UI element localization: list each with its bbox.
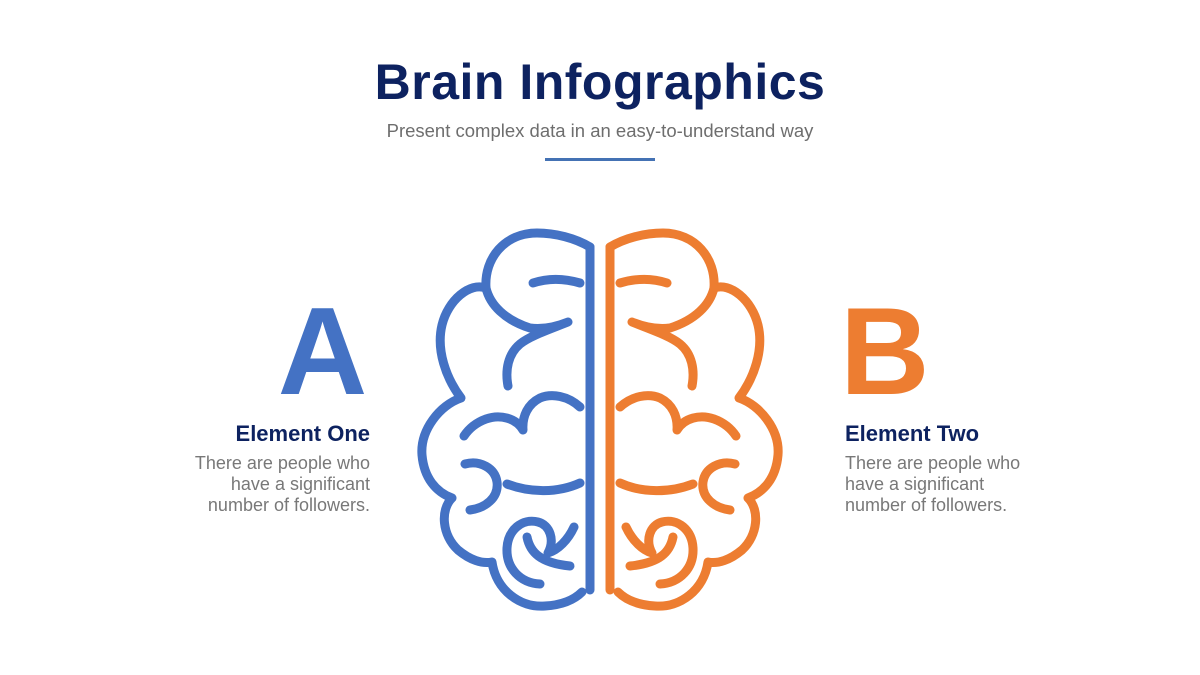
description-line: have a significant (845, 474, 985, 494)
element-one-title: Element One (235, 421, 370, 446)
description-line: There are people who (194, 453, 370, 473)
element-two-description: There are people who have a significant … (845, 453, 1065, 516)
left-hemisphere (422, 233, 590, 606)
element-one-description: There are people who have a significant … (150, 453, 370, 516)
element-two-title: Element Two (845, 421, 980, 446)
description-line: number of followers. (207, 495, 370, 515)
letter-b-label: B (840, 283, 930, 421)
page-title: Brain Infographics (374, 54, 826, 110)
title-underline-divider (545, 158, 655, 161)
page-subtitle: Present complex data in an easy-to-under… (386, 120, 814, 141)
description-line: number of followers. (845, 495, 1008, 515)
letter-a-label: A (277, 283, 368, 421)
description-line: There are people who (845, 453, 1021, 473)
description-line: have a significant (230, 474, 370, 494)
right-hemisphere (610, 233, 778, 606)
